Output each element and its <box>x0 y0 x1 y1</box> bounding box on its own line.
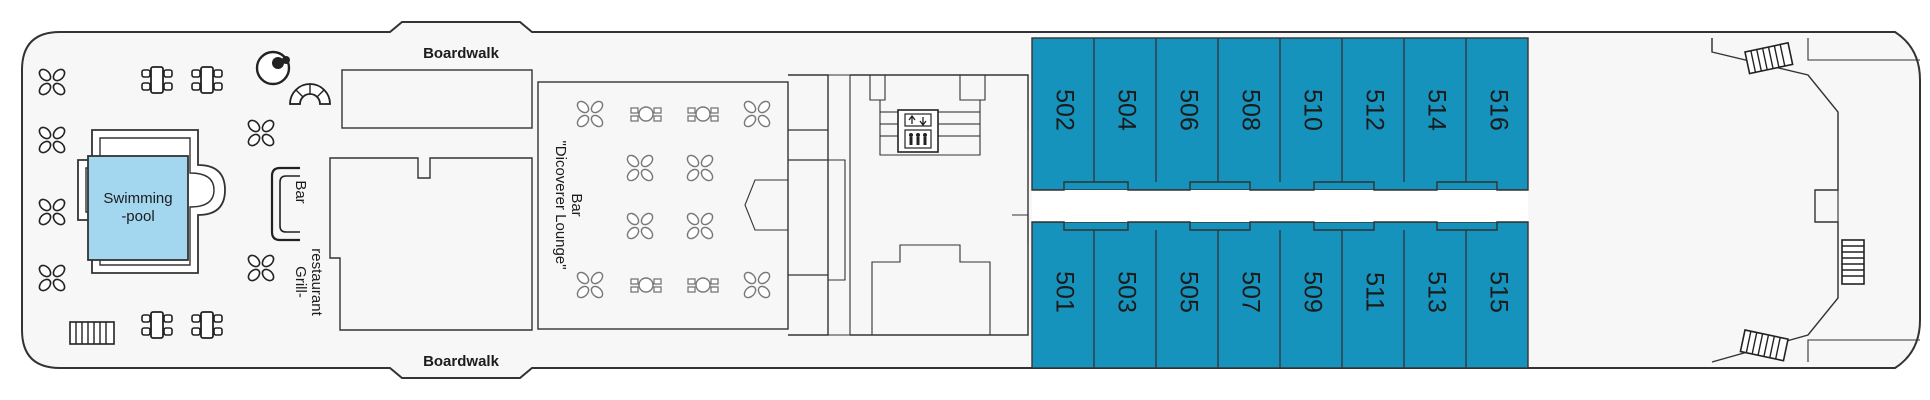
pool-deck: Swimming -pool Bar <box>36 50 331 345</box>
elevator-icon[interactable] <box>880 109 980 153</box>
cabin-508[interactable]: 508 <box>1236 89 1264 131</box>
pool-label-line1: Swimming <box>103 190 172 207</box>
gangway-icon <box>1841 239 1865 285</box>
cabin-505[interactable]: 505 <box>1174 271 1202 313</box>
spiral-staircase-icon <box>289 83 331 105</box>
telescope-icon <box>255 50 291 86</box>
lounge-label-line2: "Dicoverer Lounge" <box>552 140 569 269</box>
cabin-block: 502 504 506 508 510 512 514 516 501 503 505 507 509… <box>1031 37 1529 369</box>
cabin-513[interactable]: 513 <box>1422 271 1450 313</box>
cabin-506[interactable]: 506 <box>1174 89 1202 131</box>
cabin-514[interactable]: 514 <box>1422 89 1450 131</box>
cabin-510[interactable]: 510 <box>1298 89 1326 131</box>
cabin-516[interactable]: 516 <box>1484 89 1512 131</box>
small-bar-label: Bar <box>292 180 309 203</box>
cabin-507[interactable]: 507 <box>1236 271 1264 313</box>
cabin-503[interactable]: 503 <box>1112 271 1140 313</box>
boardwalk-label-top: Boardwalk <box>423 45 500 62</box>
cabin-501[interactable]: 501 <box>1050 271 1078 313</box>
grill-label-line1: Grill- <box>292 266 309 298</box>
gangway-icon <box>69 321 115 345</box>
small-bar-counter <box>270 166 300 242</box>
cabin-502[interactable]: 502 <box>1050 89 1078 131</box>
midship-core <box>788 74 1029 336</box>
cabin-511[interactable]: 511 <box>1360 272 1388 312</box>
grill-restaurant <box>329 69 533 331</box>
cabin-509[interactable]: 509 <box>1298 271 1326 313</box>
bow-area <box>1711 38 1920 363</box>
cabin-504[interactable]: 504 <box>1112 89 1140 131</box>
boardwalk-label-bottom: Boardwalk <box>423 353 500 370</box>
lounge-label-line1: Bar <box>568 193 585 216</box>
cabin-515[interactable]: 515 <box>1484 271 1512 313</box>
pool-label-line2: -pool <box>121 208 154 225</box>
grill-label-line2: restaurant <box>308 248 325 316</box>
cabin-512[interactable]: 512 <box>1360 89 1388 131</box>
discoverer-lounge: Bar "Dicoverer Lounge" <box>537 81 789 330</box>
